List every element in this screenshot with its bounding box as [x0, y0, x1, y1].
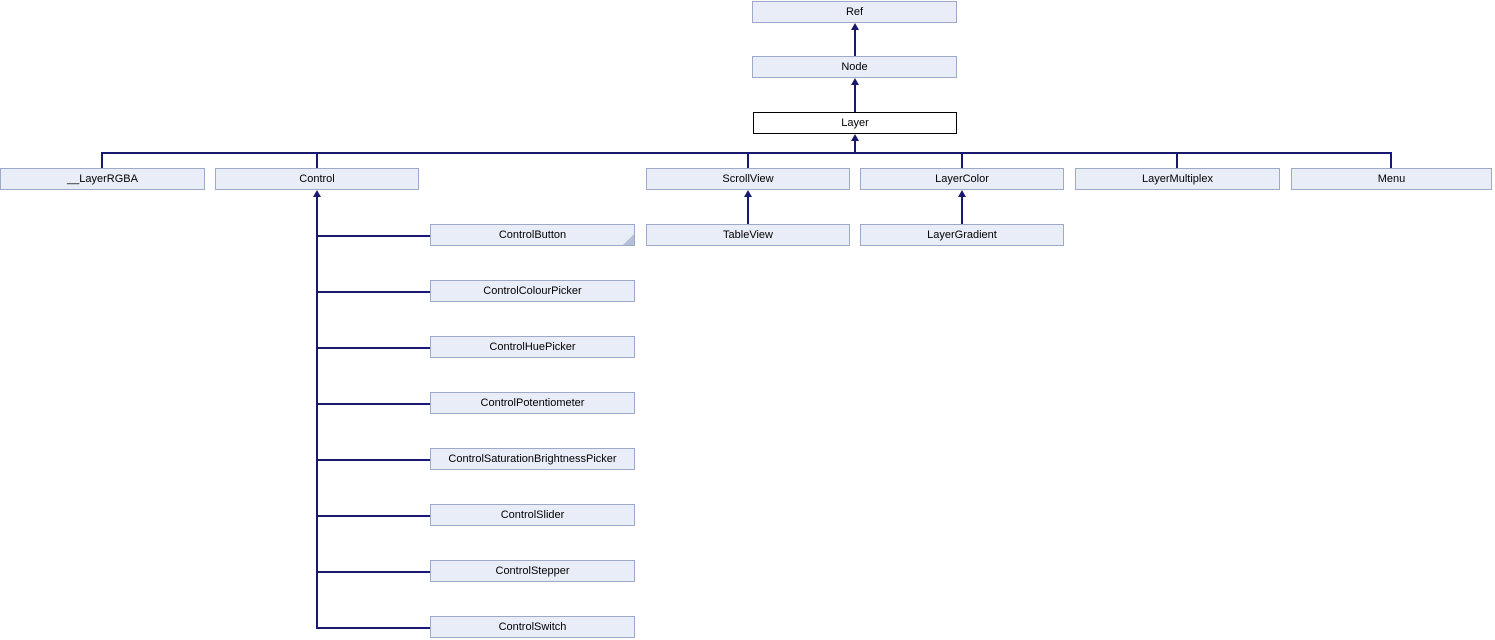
- class-label: Menu: [1377, 173, 1406, 185]
- class-label: LayerGradient: [927, 229, 997, 241]
- truncated-subtree-fold-icon: [623, 234, 634, 245]
- class-node-controlbutton[interactable]: ControlButton: [430, 224, 635, 246]
- branch-controlbutton: [316, 235, 430, 237]
- bus-stub-layercolor: [961, 152, 963, 168]
- class-node-controlsaturationbrightnesspicker[interactable]: ControlSaturationBrightnessPicker: [430, 448, 635, 470]
- edge-layer-to-node: [854, 84, 856, 112]
- class-node-control[interactable]: Control: [215, 168, 419, 190]
- class-node-tableview[interactable]: TableView: [646, 224, 850, 246]
- branch-controlhuepicker: [316, 347, 430, 349]
- class-label: ControlHuePicker: [489, 341, 576, 353]
- arrowhead-layergradient-to-layercolor: [958, 190, 966, 197]
- class-label: Control: [299, 173, 335, 185]
- class-label: TableView: [723, 229, 773, 241]
- edge-subclasses-to-layer: [854, 140, 856, 154]
- branch-controlswitch: [316, 627, 430, 629]
- edge-node-to-ref: [854, 29, 856, 56]
- control-subclasses-trunk: [316, 196, 318, 629]
- bus-stub-menu: [1390, 152, 1392, 168]
- bus-stub-scrollview: [747, 152, 749, 168]
- bus-stub-layermultiplex: [1176, 152, 1178, 168]
- class-label: ControlSlider: [500, 509, 565, 521]
- class-node-controlswitch[interactable]: ControlSwitch: [430, 616, 635, 638]
- class-label: ControlSaturationBrightnessPicker: [448, 453, 617, 465]
- branch-controlcolourpicker: [316, 291, 430, 293]
- class-label: Node: [841, 61, 868, 73]
- arrowhead-subclasses-to-layer: [851, 134, 859, 141]
- class-node-node[interactable]: Node: [752, 56, 957, 78]
- branch-controlpotentiometer: [316, 403, 430, 405]
- subclasses-bus-line: [101, 152, 1392, 154]
- class-node-controlpotentiometer[interactable]: ControlPotentiometer: [430, 392, 635, 414]
- arrowhead-layer-to-node: [851, 78, 859, 85]
- class-node-layerrgba[interactable]: __LayerRGBA: [0, 168, 205, 190]
- class-label: Layer: [841, 117, 869, 129]
- branch-controlstepper: [316, 571, 430, 573]
- bus-stub-control: [316, 152, 318, 168]
- branch-controlsaturationbrightnesspicker: [316, 459, 430, 461]
- class-node-layergradient[interactable]: LayerGradient: [860, 224, 1064, 246]
- arrowhead-controls-to-control: [313, 190, 321, 197]
- class-node-ref[interactable]: Ref: [752, 1, 957, 23]
- class-node-controlstepper[interactable]: ControlStepper: [430, 560, 635, 582]
- class-node-menu[interactable]: Menu: [1291, 168, 1492, 190]
- class-label: ScrollView: [722, 173, 774, 185]
- arrowhead-tableview-to-scrollview: [744, 190, 752, 197]
- class-label: LayerMultiplex: [1142, 173, 1213, 185]
- edge-layergradient-to-layercolor: [961, 196, 963, 224]
- class-label: ControlColourPicker: [483, 285, 582, 297]
- class-node-layermultiplex[interactable]: LayerMultiplex: [1075, 168, 1280, 190]
- edge-tableview-to-scrollview: [747, 196, 749, 224]
- class-node-controlslider[interactable]: ControlSlider: [430, 504, 635, 526]
- bus-stub-layerrgba: [101, 152, 103, 168]
- class-node-controlhuepicker[interactable]: ControlHuePicker: [430, 336, 635, 358]
- class-label: LayerColor: [935, 173, 989, 185]
- class-label: ControlStepper: [495, 565, 570, 577]
- arrowhead-node-to-ref: [851, 23, 859, 30]
- class-node-controlcolourpicker[interactable]: ControlColourPicker: [430, 280, 635, 302]
- class-node-scrollview[interactable]: ScrollView: [646, 168, 850, 190]
- class-label: ControlButton: [498, 229, 567, 241]
- branch-controlslider: [316, 515, 430, 517]
- class-label: __LayerRGBA: [67, 173, 138, 185]
- class-label: ControlPotentiometer: [480, 397, 585, 409]
- class-node-layercolor[interactable]: LayerColor: [860, 168, 1064, 190]
- class-label: Ref: [845, 6, 864, 18]
- class-node-layer: Layer: [753, 112, 957, 134]
- class-label: ControlSwitch: [498, 621, 567, 633]
